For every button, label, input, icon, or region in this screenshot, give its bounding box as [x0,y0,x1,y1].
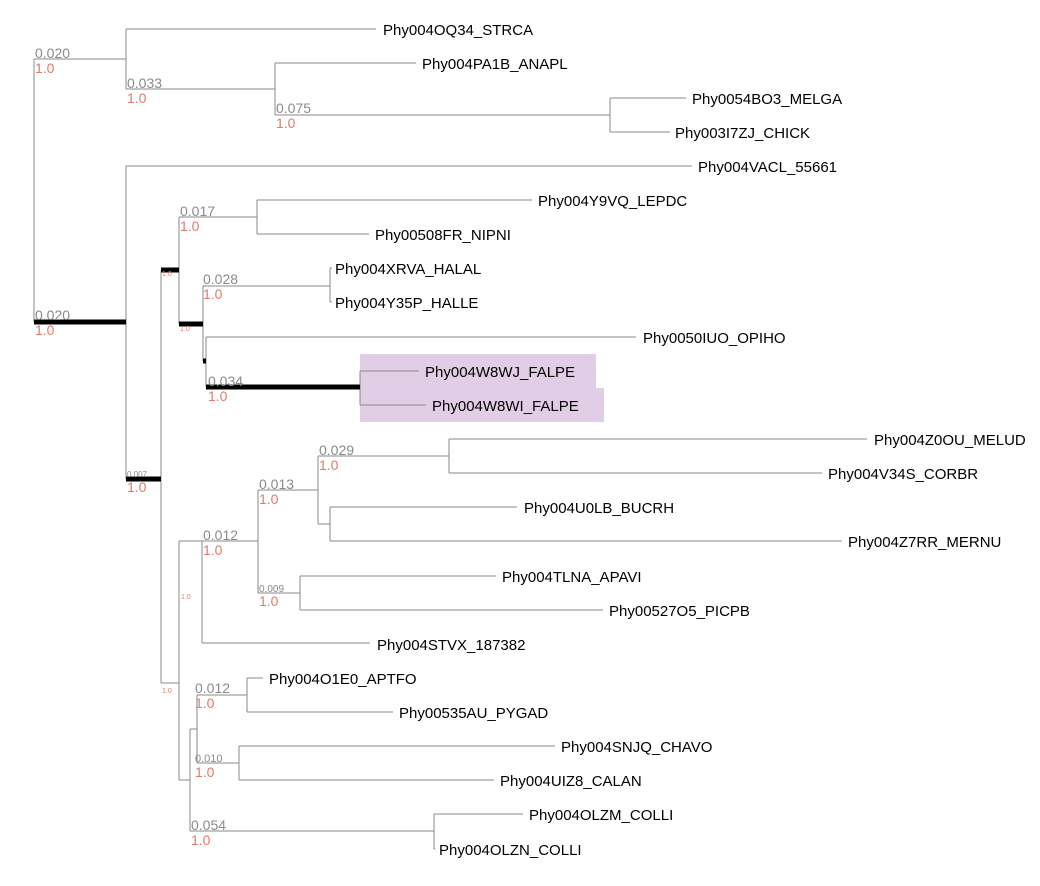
support-label-pr: 1.0 [162,271,172,278]
dist-label-root-bottom: 0.020 [35,307,70,323]
dist-label-neoaves: 0.007 [127,470,148,479]
support-label-b-low: 1.0 [162,688,172,695]
dist-label-melud-corbr: 0.029 [319,442,354,458]
dist-label-colli: 0.054 [191,817,226,833]
dist-label-aptfo-pygad: 0.012 [195,680,230,696]
support-label-p3: 1.0 [180,326,190,333]
leaf-label-falpe-1[interactable]: Phy004W8WJ_FALPE [425,364,575,381]
support-label-galliformes: 1.0 [276,115,296,131]
leaf-label-corbr[interactable]: Phy004V34S_CORBR [828,466,978,483]
leaf-label-colli-2[interactable]: Phy004OLZN_COLLI [439,842,582,859]
leaf-label-187382[interactable]: Phy004STVX_187382 [377,637,525,654]
leaf-label-picpb[interactable]: Phy00527O5_PICPB [609,603,750,620]
support-label-colli: 1.0 [191,832,211,848]
leaf-label-anapl[interactable]: Phy004PA1B_ANAPL [422,56,568,73]
support-label-lepdc-nipni: 1.0 [180,218,200,234]
leaf-label-colli-1[interactable]: Phy004OLZM_COLLI [529,807,673,824]
node-labels: 0.020 1.0 0.033 1.0 0.075 1.0 0.020 1.0 … [35,45,354,848]
support-label-aptfo-pygad: 1.0 [195,695,215,711]
support-label-apavi-picpb: 1.0 [259,593,279,609]
support-label-a3: 1.0 [181,594,191,601]
leaf-label-calan[interactable]: Phy004UIZ8_CALAN [500,773,642,790]
leaf-label-aptfo[interactable]: Phy004O1E0_APTFO [269,671,417,688]
support-label-galloanserae: 1.0 [127,90,147,106]
leaf-label-bucrh[interactable]: Phy004U0LB_BUCRH [524,500,674,517]
dist-label-root-top: 0.020 [35,45,70,61]
leaf-label-halle[interactable]: Phy004Y35P_HALLE [335,295,478,312]
dist-label-chavo-calan: 0.010 [195,753,223,765]
leaf-labels: Phy004OQ34_STRCA Phy004PA1B_ANAPL Phy005… [269,22,1026,859]
leaf-label-55661[interactable]: Phy004VACL_55661 [698,159,837,176]
dist-label-a1: 0.013 [259,476,294,492]
support-label-root-top: 1.0 [35,60,55,76]
dist-label-galliformes: 0.075 [276,100,311,116]
leaf-label-strca[interactable]: Phy004OQ34_STRCA [383,22,533,39]
leaf-label-melga[interactable]: Phy0054BO3_MELGA [692,91,842,108]
support-label-falpe: 1.0 [208,388,228,404]
support-label-hal: 1.0 [203,286,223,302]
leaf-label-chick[interactable]: Phy003I7ZJ_CHICK [675,125,810,142]
dist-label-hal: 0.028 [203,271,238,287]
leaf-label-pygad[interactable]: Phy00535AU_PYGAD [399,705,548,722]
dist-label-apavi-picpb: 0.009 [259,584,284,595]
leaf-label-melud[interactable]: Phy004Z0OU_MELUD [874,432,1026,449]
leaf-label-nipni[interactable]: Phy00508FR_NIPNI [375,227,511,244]
dist-label-galloanserae: 0.033 [127,75,162,91]
selection-highlight [360,354,604,422]
leaf-label-lepdc[interactable]: Phy004Y9VQ_LEPDC [538,193,687,210]
leaf-label-opiho[interactable]: Phy0050IUO_OPIHO [643,330,786,347]
leaf-label-apavi[interactable]: Phy004TLNA_APAVI [502,569,642,586]
support-label-neoaves: 1.0 [127,479,147,495]
highlighted-path [34,267,360,482]
leaf-label-mernu[interactable]: Phy004Z7RR_MERNU [848,534,1001,551]
support-label-a1: 1.0 [259,491,279,507]
support-label-chavo-calan: 1.0 [195,764,215,780]
leaf-label-falpe-2[interactable]: Phy004W8WI_FALPE [432,398,579,415]
tree-horizontal-edges [34,28,867,850]
leaf-label-chavo[interactable]: Phy004SNJQ_CHAVO [561,739,712,756]
support-label-a2: 1.0 [203,542,223,558]
support-label-melud-corbr: 1.0 [319,457,339,473]
dist-label-a2: 0.012 [203,527,238,543]
support-label-root-bottom: 1.0 [35,322,55,338]
leaf-label-halal[interactable]: Phy004XRVA_HALAL [335,261,481,278]
dist-label-falpe: 0.034 [208,373,243,389]
dist-label-lepdc-nipni: 0.017 [180,203,215,219]
